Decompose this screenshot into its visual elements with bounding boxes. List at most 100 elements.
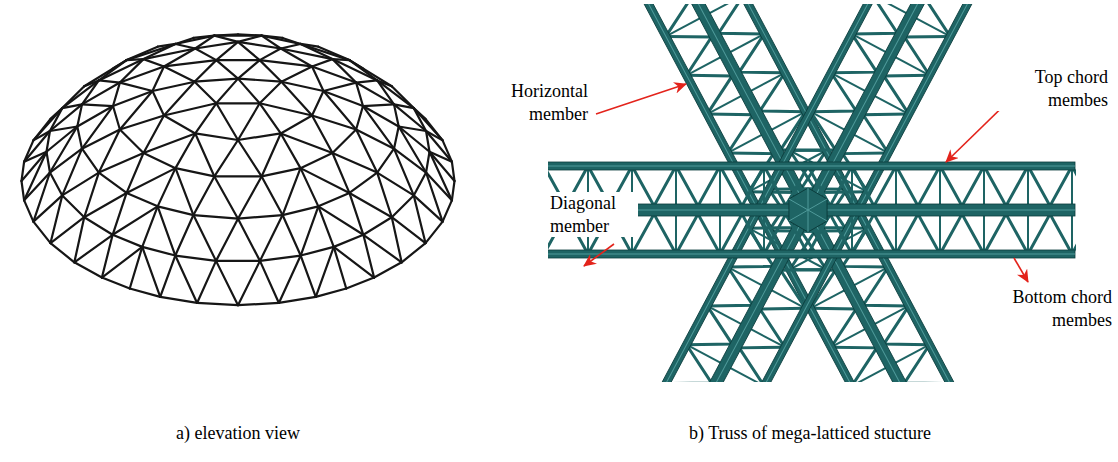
dome-member — [33, 173, 50, 222]
dome-member — [363, 106, 399, 126]
dome-member — [51, 195, 63, 243]
dome-member — [216, 60, 238, 78]
dome-member — [33, 119, 50, 140]
dome-member — [301, 44, 319, 47]
dome-member — [363, 217, 391, 235]
dome-member — [281, 66, 312, 81]
dome-member — [363, 235, 374, 278]
web-member — [676, 166, 720, 206]
dome-member — [260, 82, 282, 104]
dome-member — [46, 131, 49, 152]
dome-member — [394, 127, 399, 149]
dome-member — [216, 59, 259, 61]
dome-member — [113, 206, 158, 234]
dome-member — [332, 59, 377, 80]
hub-spoke — [808, 210, 809, 232]
dome-member — [238, 79, 281, 82]
dome-member — [301, 206, 319, 255]
dome-member — [164, 82, 195, 116]
web-member — [896, 166, 940, 206]
dome-member — [127, 193, 158, 206]
dome-member — [176, 44, 196, 49]
dome-member — [50, 127, 77, 173]
dome-member — [349, 60, 363, 69]
dome-member — [102, 235, 113, 278]
dome-member — [144, 44, 176, 59]
dome-member — [216, 219, 238, 261]
dome-member — [74, 262, 102, 277]
web-member — [984, 214, 1028, 254]
dome-member — [238, 215, 283, 219]
web-member — [720, 166, 764, 206]
dome-member — [144, 59, 164, 66]
dome-member — [214, 175, 261, 177]
leader-arrows — [584, 84, 1028, 282]
dome-member — [260, 103, 281, 133]
dome-member — [281, 44, 301, 49]
web-member — [852, 214, 896, 254]
dome-member — [50, 108, 62, 131]
dome-member — [312, 91, 323, 116]
dome-member — [316, 289, 346, 297]
dome-member — [283, 38, 301, 44]
dome-member — [176, 168, 215, 176]
dome-member — [324, 91, 357, 130]
dome-member — [197, 303, 238, 305]
dome-member — [142, 247, 175, 256]
dome-member — [414, 173, 426, 196]
dome-member — [144, 115, 164, 153]
subfigure-caption: b) Truss of mega-latticed stucture — [687, 422, 933, 445]
dome-member — [318, 206, 363, 234]
dome-member — [238, 60, 260, 78]
dome-member — [46, 152, 49, 173]
dome-member — [127, 47, 158, 60]
dome-member — [260, 48, 281, 60]
dome-member — [216, 102, 259, 104]
dome-member — [301, 168, 319, 206]
web-member — [940, 214, 984, 254]
dome-member — [77, 104, 82, 126]
dome-member — [334, 235, 364, 247]
hub-spoke — [808, 188, 809, 210]
hub-spoke — [808, 199, 827, 210]
dome-member — [281, 133, 301, 168]
chord-member — [671, 4, 944, 382]
dome-member — [127, 153, 144, 193]
dome-member — [82, 106, 113, 149]
leader-arrow — [1014, 258, 1028, 282]
dome-member — [334, 247, 346, 289]
dome-member — [312, 59, 332, 66]
dome-member — [281, 133, 333, 153]
dome-member — [216, 103, 238, 140]
dome-member — [430, 152, 452, 162]
web-member — [896, 214, 940, 254]
dome-member — [392, 195, 414, 217]
dome-member — [214, 176, 238, 218]
dome-member — [216, 261, 238, 305]
dome-member — [377, 80, 394, 104]
dome-member — [374, 262, 402, 277]
dome-member — [99, 130, 120, 173]
dome-member — [195, 133, 238, 140]
dome-member — [238, 140, 262, 176]
chord-highlight — [715, 4, 978, 382]
dome-member — [195, 103, 216, 133]
dome-member — [113, 83, 120, 106]
dome-member — [394, 149, 414, 196]
dome-member — [260, 215, 283, 261]
leader-arrow — [596, 84, 686, 114]
dome-member — [394, 104, 399, 126]
dome-member — [238, 36, 262, 42]
dome-member — [113, 235, 143, 247]
dome-member — [175, 256, 197, 303]
dome-member — [363, 104, 394, 106]
dome-member — [430, 152, 452, 201]
web-member — [852, 166, 896, 206]
dome-member — [260, 60, 282, 82]
dome-member — [238, 103, 260, 140]
dome-member — [62, 86, 84, 108]
web-member — [940, 166, 984, 206]
truss-arm — [548, 162, 1076, 258]
dome-member — [176, 168, 194, 215]
annotation-label: Bottom chord membes — [1002, 286, 1114, 331]
